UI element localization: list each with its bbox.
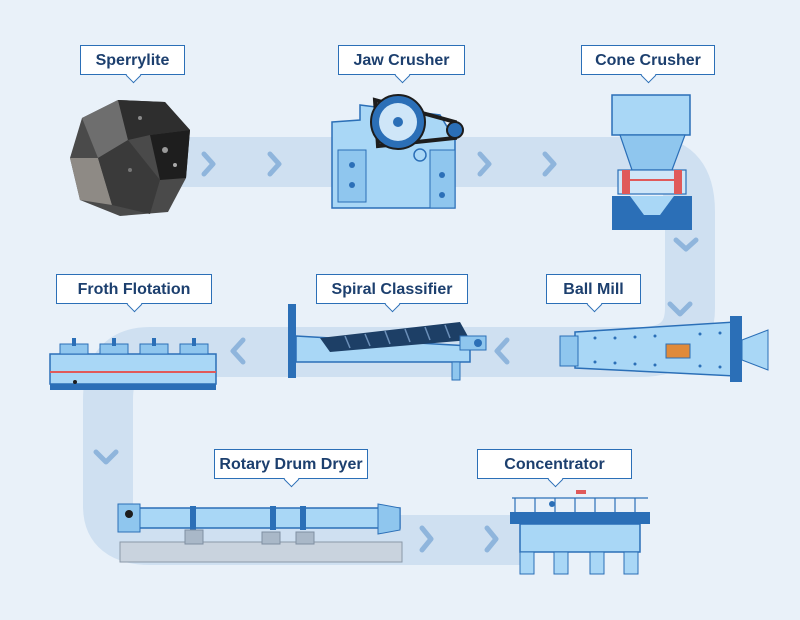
step-label-rotary-drum-dryer: Rotary Drum Dryer <box>214 449 368 479</box>
concentrator-machine <box>510 490 650 575</box>
ball-mill-machine <box>559 316 769 382</box>
flow-arrow <box>494 337 510 365</box>
flow-arrow <box>267 151 282 177</box>
flow-arrow <box>542 151 557 177</box>
sperrylite-mineral-image <box>70 100 190 216</box>
flow-arrow <box>230 337 246 365</box>
cone-crusher-machine <box>611 94 692 230</box>
rotary-drum-dryer-machine <box>117 503 403 563</box>
flow-arrow <box>673 237 699 252</box>
step-label-concentrator: Concentrator <box>477 449 632 479</box>
step-label-froth-flotation: Froth Flotation <box>56 274 212 304</box>
jaw-crusher-machine <box>331 94 464 209</box>
froth-flotation-machine <box>49 338 217 390</box>
flow-arrow <box>667 301 693 317</box>
step-label-ball-mill: Ball Mill <box>546 274 641 304</box>
flow-arrow <box>93 449 119 465</box>
step-label-spiral-classifier: Spiral Classifier <box>316 274 468 304</box>
flow-arrow <box>477 151 492 177</box>
flow-arrow <box>419 525 434 553</box>
flow-arrow <box>201 151 216 177</box>
step-label-sperrylite: Sperrylite <box>80 45 185 75</box>
flow-arrow <box>484 525 499 553</box>
spiral-classifier-machine <box>288 304 487 381</box>
step-label-jaw-crusher: Jaw Crusher <box>338 45 465 75</box>
step-label-cone-crusher: Cone Crusher <box>581 45 715 75</box>
